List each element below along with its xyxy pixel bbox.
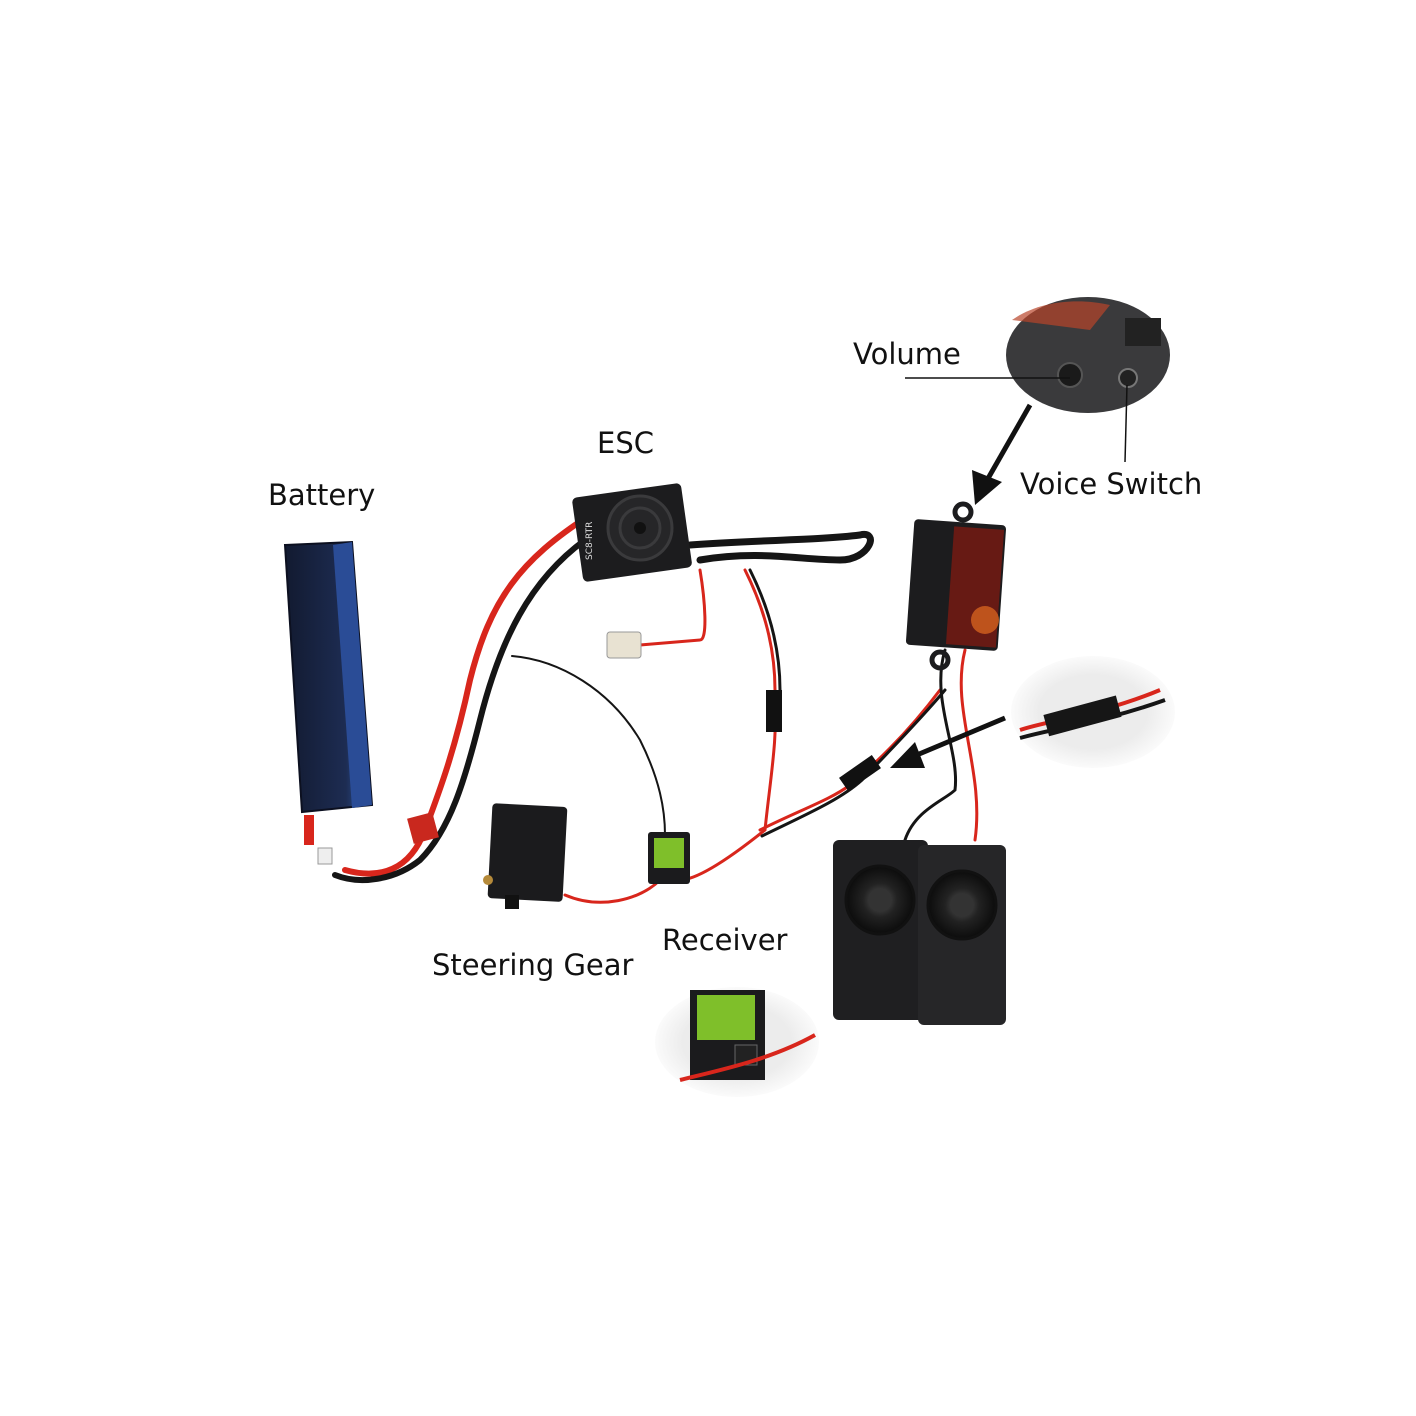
esc: SC8-RTR xyxy=(572,483,692,659)
volume-switch-inset xyxy=(1006,297,1170,413)
sound-module xyxy=(905,501,1007,671)
voice-switch-label: Voice Switch xyxy=(1020,467,1203,501)
receiver xyxy=(648,832,690,884)
receiver-label: Receiver xyxy=(662,923,788,957)
wires xyxy=(332,512,979,904)
connector xyxy=(839,754,881,792)
connector-inset xyxy=(1011,656,1175,768)
esc-model-text: SC8-RTR xyxy=(585,522,595,560)
annotations xyxy=(890,377,1128,768)
esc-label: ESC xyxy=(597,426,654,460)
volume-label: Volume xyxy=(853,337,961,371)
connector xyxy=(766,690,782,732)
speakers xyxy=(833,840,1006,1025)
steering-gear-label: Steering Gear xyxy=(432,948,634,982)
battery xyxy=(283,540,439,865)
steering-gear xyxy=(483,803,568,909)
battery-label: Battery xyxy=(268,478,376,512)
receiver-inset xyxy=(655,987,819,1097)
